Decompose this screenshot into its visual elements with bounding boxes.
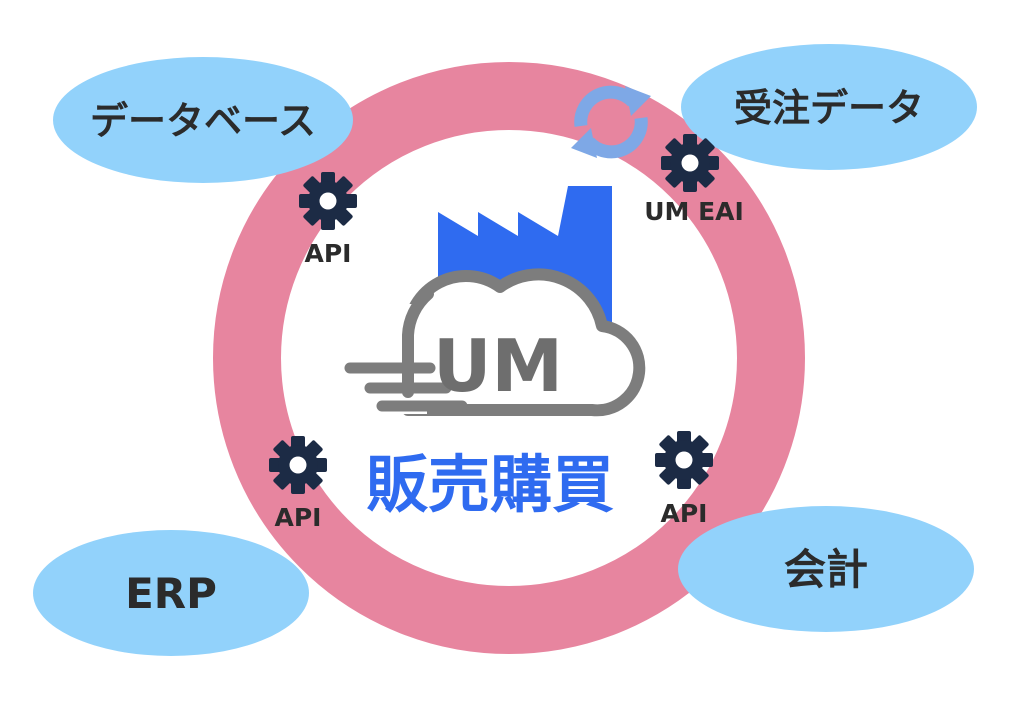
- node-database-label: データベース: [90, 99, 316, 143]
- sync-arrows-icon: [571, 85, 651, 159]
- cloud-icon: [344, 268, 646, 417]
- connector-label-top-left: API: [305, 239, 352, 268]
- product-title: 販売購買: [366, 448, 614, 521]
- node-accounting: 会計: [678, 506, 974, 632]
- connector-label-bottom-left: API: [275, 503, 322, 532]
- node-order-data-label: 受注データ: [734, 86, 924, 130]
- gear-icon: [299, 172, 357, 230]
- node-erp-label: ERP: [125, 569, 217, 618]
- gear-icon: [269, 436, 327, 494]
- integration-ring: [213, 62, 805, 654]
- connector-label-top-right: UM EAI: [644, 197, 744, 226]
- connector-label-bottom-right: API: [661, 499, 708, 528]
- gear-icon: [655, 431, 713, 489]
- logo-text: UM: [433, 324, 563, 408]
- gear-icon: [661, 134, 719, 192]
- node-erp: ERP: [33, 530, 309, 656]
- node-order-data: 受注データ: [681, 44, 977, 170]
- node-database: データベース: [53, 57, 353, 183]
- node-accounting-label: 会計: [784, 545, 868, 594]
